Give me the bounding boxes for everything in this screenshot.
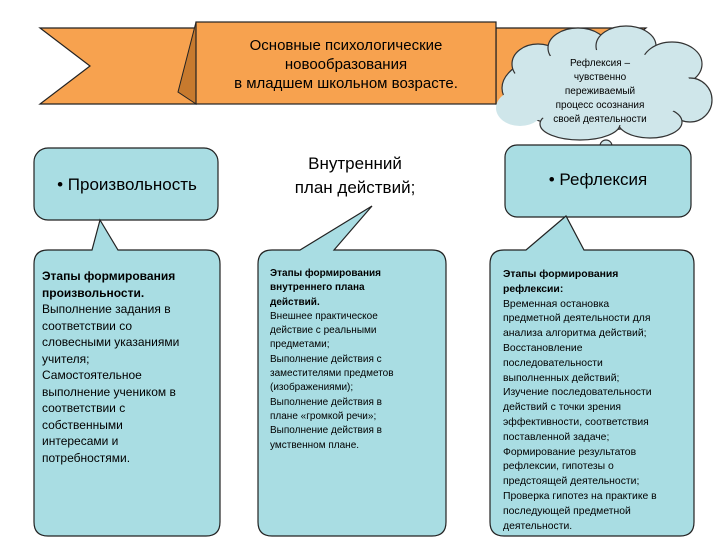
col2-body-heading: внутреннего плана [270,282,365,294]
col1-body-line: соответствии с [42,401,126,415]
col3-body-heading: рефлексии: [503,283,564,295]
col1-body-line: выполнение учеником в [42,384,176,399]
col2-body-heading: действий. [270,296,320,308]
title-line: новообразования [284,56,408,73]
col2-body-line: действие с реальными [270,325,377,337]
col2-body-line: заместителями предметов [270,368,394,380]
col3-body-line: Восстановление [503,342,583,354]
title-ribbon-center [195,21,497,105]
col1-body-line: словесными указаниями [42,335,180,349]
col1-callout-box [33,218,221,537]
col3-heading: • Рефлексия [548,170,648,189]
col3-body-line: действий с точки зрения [503,402,622,414]
col2-heading-line: Внутренний [308,154,402,173]
col2-body-line: умственном плане. [270,439,360,451]
col3-body-line: последующей предметной [503,505,631,517]
title-line: Основные психологические [249,37,443,54]
col1-body-line: учителя; [42,351,90,366]
col1-body: Этапы формирования произвольности. Выпол… [42,268,212,466]
col2-body-line: плане «громкой речи»; [270,410,377,422]
col1-body-heading: произвольности. [42,285,145,300]
col3-body-line: Изучение последовательности [503,387,652,399]
col1-body-line: Самостоятельное [42,368,142,382]
col3-callout-box [489,215,695,537]
col3-body-line: эффективности, соответствия [503,416,649,428]
cloud-text-line: чувственно [573,72,627,83]
cloud-text-line: переживаемый [564,86,636,97]
cloud-text-line: Рефлексия – [569,58,631,69]
col3-body-line: поставленной задаче; [503,431,610,443]
col1-body-heading: Этапы формирования [42,269,176,283]
col3-body-line: Формирование результатов [503,446,637,458]
col1-body-line: потребностями. [42,450,131,465]
cloud-text: Рефлексия – чувственно переживаемый проц… [526,57,674,127]
col3-body-line: предстоящей деятельности; [503,476,640,488]
col3-body-line: Временная остановка [503,298,610,310]
col1-body-line: собственными [42,417,123,432]
col1-heading: • Произвольность [57,175,197,194]
col3-body-heading: Этапы формирования [503,269,619,280]
col2-body: Этапы формирования внутреннего плана дей… [270,267,442,453]
col1-body-line: соответствии со [42,318,133,333]
col3-body-line: анализа алгоритма действий; [503,328,647,340]
title-line: в младшем школьном возрасте. [234,75,458,92]
col1-body-line: интересами и [42,434,119,448]
title-ribbon-left-tail [38,27,197,105]
cloud-callout [496,25,713,164]
col1-body-line: Выполнение задания в [42,302,171,316]
col2-body-line: Внешнее практическое [270,310,378,322]
page-title: Основные психологические новообразования… [196,36,496,93]
col3-body-line: рефлексии, гипотезы о [503,461,614,473]
col3-header-box [504,144,692,218]
col3-body-line: предметной деятельности для [503,313,651,325]
col2-body-line: Выполнение действия с [270,353,382,365]
col2-body-line: Выполнение действия в [270,425,382,437]
col3-body: Этапы формирования рефлексии: Временная … [503,268,693,534]
col2-body-line: предметами; [270,339,330,351]
col3-body-line: деятельности. [503,520,573,532]
col2-body-line: (изображениями); [270,382,354,394]
col3-body-line: выполненных действий; [503,372,620,384]
col2-body-line: Выполнение действия в [270,396,382,408]
col2-heading: Внутренний план действий; [265,146,445,206]
col2-heading-line: план действий; [294,178,416,197]
col3-body-line: Проверка гипотез на практике в [503,490,657,502]
cloud-text-line: процесс осознания [555,100,645,111]
col2-body-heading: Этапы формирования [270,268,381,279]
col1-header-box [33,147,219,221]
col2-callout-box [257,205,447,537]
col3-body-line: последовательности [503,357,603,369]
cloud-text-line: своей деятельности [553,114,647,125]
